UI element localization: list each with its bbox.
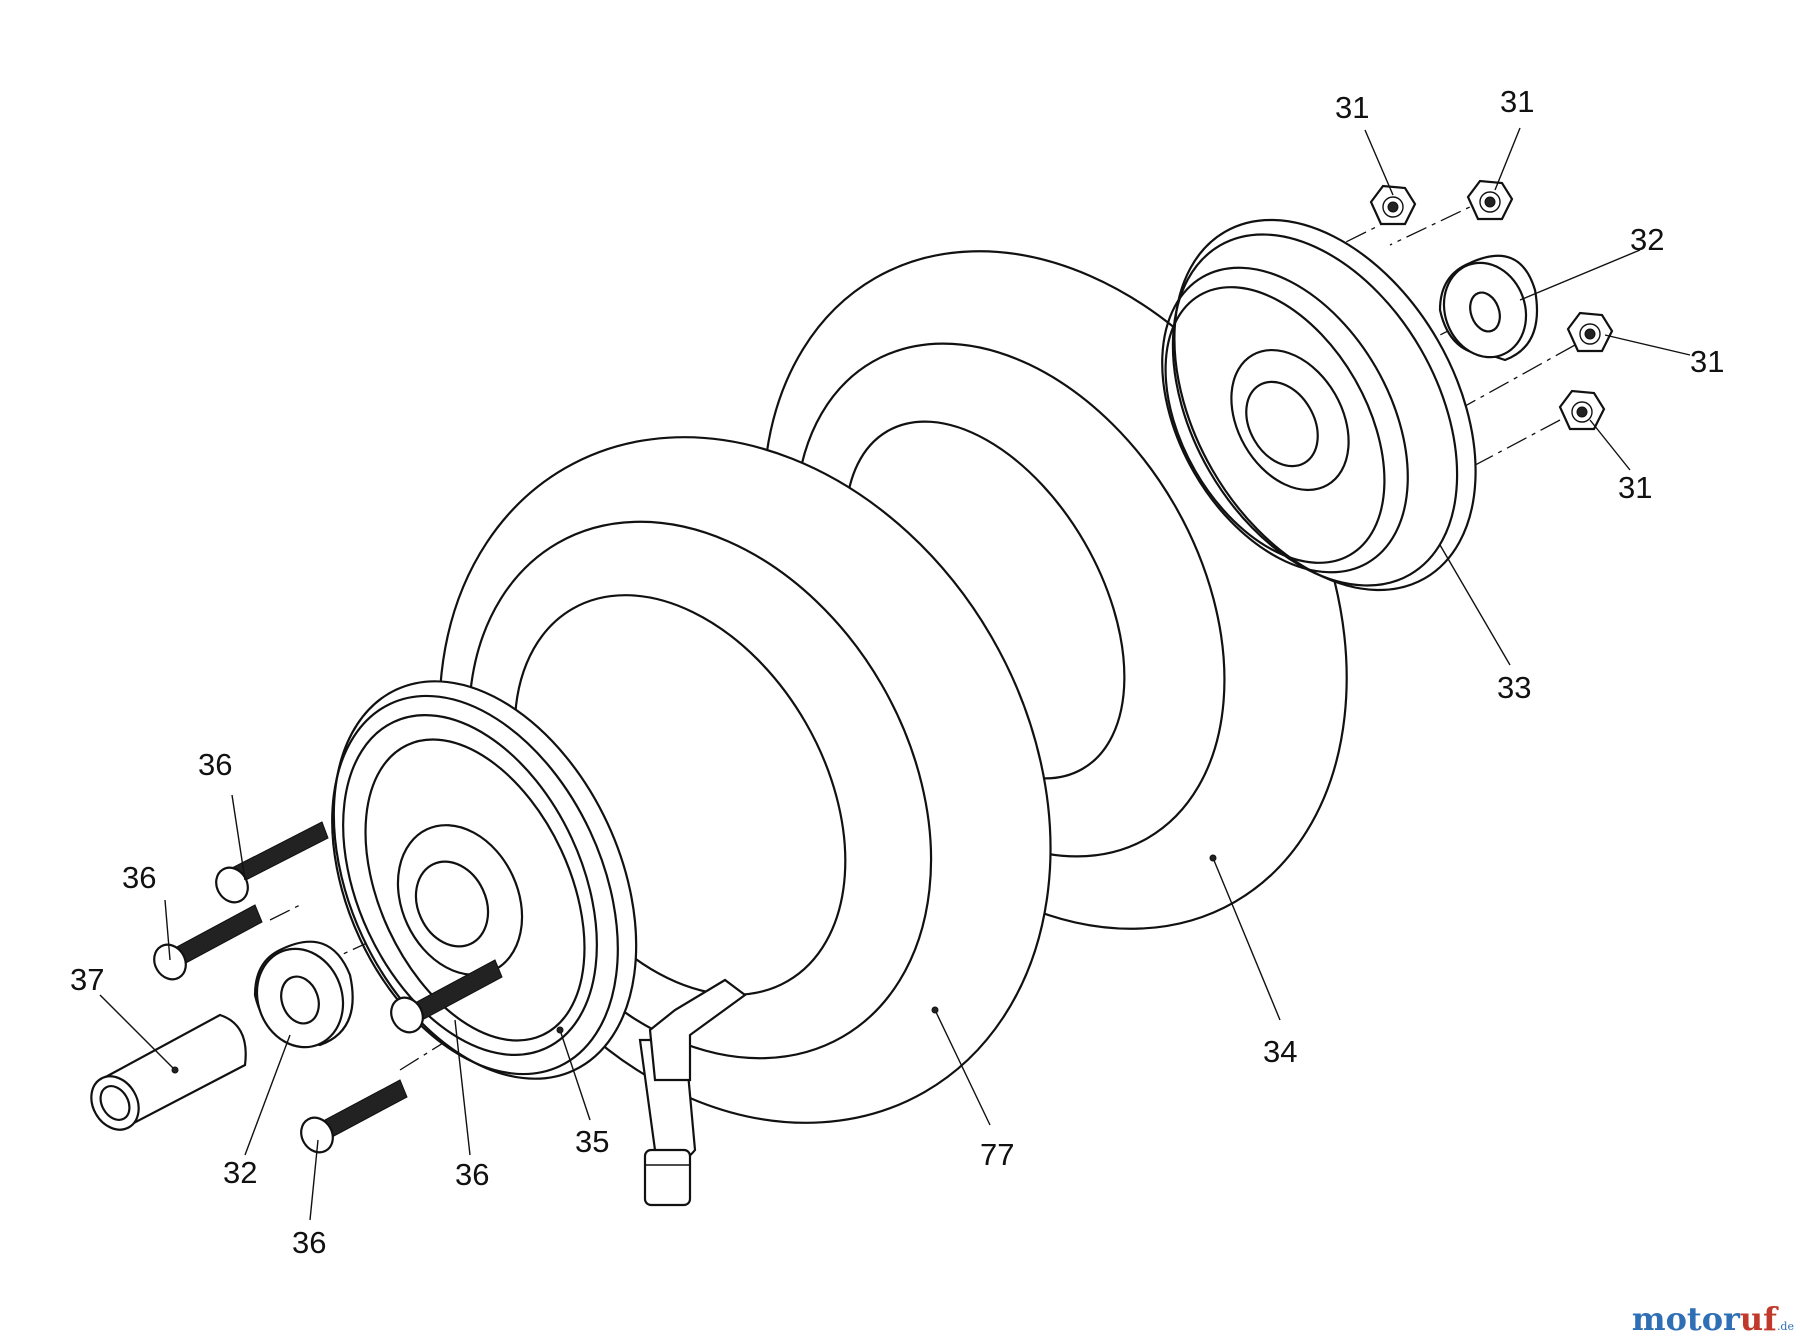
lock-nut (1566, 311, 1614, 353)
bolt (300, 1079, 408, 1154)
callout-36: 36 (455, 1157, 489, 1192)
axle-sleeve-37 (90, 1013, 247, 1131)
callout-31: 31 (1500, 84, 1534, 119)
rear-lock-nuts-31 (1369, 179, 1614, 431)
lock-nut (1369, 184, 1417, 226)
bolt (153, 904, 263, 981)
rear-hub-33 (1161, 218, 1477, 592)
bolt (390, 959, 503, 1034)
callout-35: 35 (575, 1124, 609, 1159)
callout-77: 77 (980, 1137, 1014, 1172)
callout-34: 34 (1263, 1034, 1297, 1069)
motoruf-watermark-logo: motoruf.de (1631, 1300, 1794, 1338)
callout-33: 33 (1497, 670, 1531, 705)
callout-31: 31 (1618, 470, 1652, 505)
callout-36: 36 (122, 860, 156, 895)
lock-nut (1558, 389, 1606, 431)
callout-31: 31 (1335, 90, 1369, 125)
callout-37: 37 (70, 962, 104, 997)
bolt (215, 821, 329, 904)
lock-nut (1466, 179, 1514, 221)
callout-36: 36 (292, 1225, 326, 1260)
callout-36: 36 (198, 747, 232, 782)
callout-31: 31 (1690, 344, 1724, 379)
callout-32: 32 (1630, 222, 1664, 257)
leader-lines (99, 127, 1691, 1221)
valve-stem (638, 978, 747, 1207)
hub-bolts-36 (153, 821, 503, 1154)
callout-labels: 31 31 32 31 31 33 34 77 35 36 36 37 32 3… (70, 84, 1724, 1260)
leader-dots (171, 854, 1217, 1074)
front-spacer-32 (253, 940, 354, 1049)
rear-spacer-32 (1438, 254, 1539, 362)
callout-32: 32 (223, 1155, 257, 1190)
